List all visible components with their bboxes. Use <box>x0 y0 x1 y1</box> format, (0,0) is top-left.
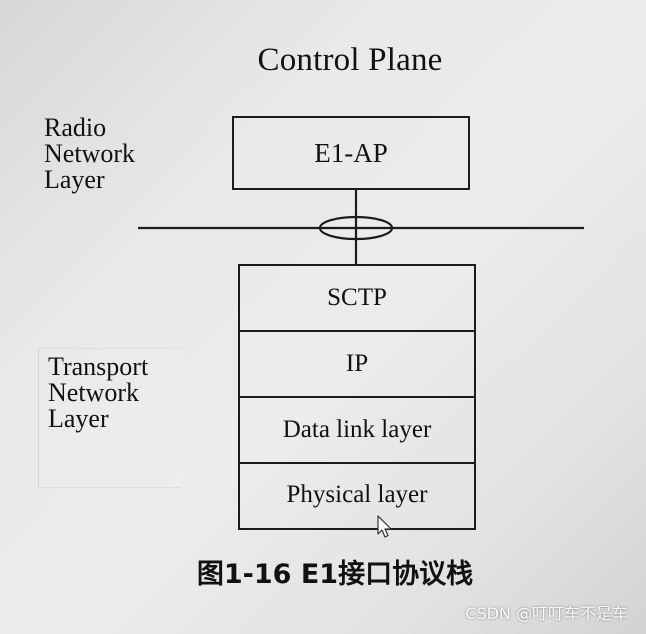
protocol-stack: SCTP IP Data link layer Physical layer <box>238 264 476 530</box>
transport-label-line: Transport <box>48 352 149 381</box>
radio-label-line: Network <box>44 139 135 168</box>
e1-ap-box: E1-AP <box>232 116 470 190</box>
transport-label-line: Layer <box>48 404 109 433</box>
transport-network-layer-label: Transport Network Layer <box>48 354 148 432</box>
diagram-title: Control Plane <box>257 42 443 78</box>
interface-ellipse <box>318 215 394 241</box>
figure-caption: 图1-16 E1接口协议栈 <box>196 559 474 590</box>
mouse-pointer-icon <box>377 515 392 538</box>
radio-label-line: Layer <box>44 165 105 194</box>
stack-layer-data-link: Data link layer <box>240 398 474 464</box>
radio-network-layer-label: Radio Network Layer <box>44 115 135 193</box>
stack-layer-physical: Physical layer <box>286 481 428 508</box>
stack-layer-sctp: SCTP <box>240 266 474 332</box>
radio-label-line: Radio <box>44 113 107 142</box>
transport-label-frame <box>38 348 181 488</box>
csdn-watermark: CSDN @叮叮车不是车 <box>465 604 628 623</box>
stack-layer-ip: IP <box>240 332 474 398</box>
transport-label-line: Network <box>48 378 139 407</box>
